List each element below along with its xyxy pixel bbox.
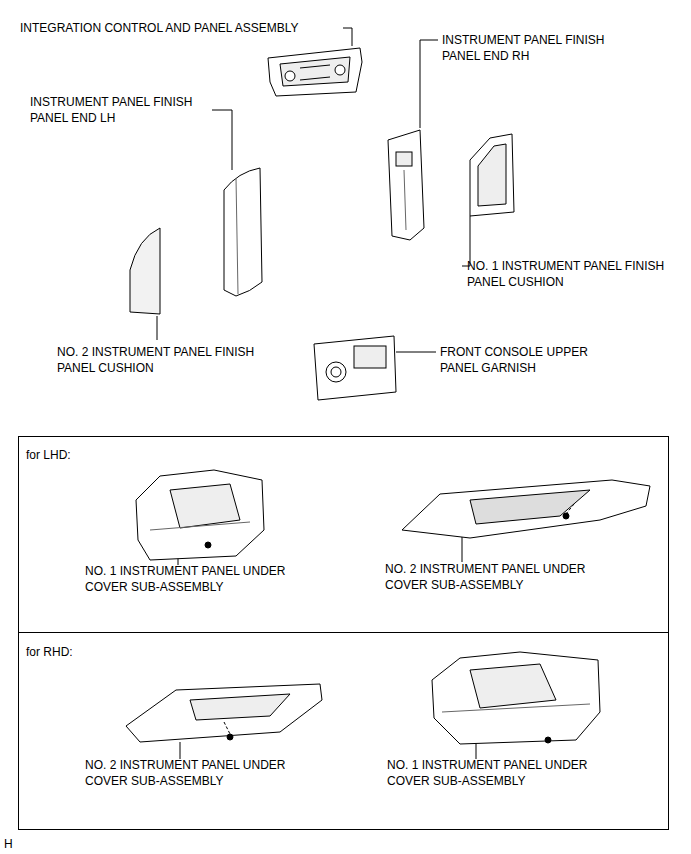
- part-name: INTEGRATION CONTROL AND PANEL ASSEMBLY: [20, 20, 350, 36]
- part-outlines: [126, 48, 650, 744]
- part-name: INSTRUMENT PANEL FINISH PANEL END LH: [30, 94, 220, 126]
- part-name: INSTRUMENT PANEL FINISH PANEL END RH: [442, 32, 632, 64]
- variant-heading: for RHD:: [26, 644, 146, 660]
- part-name: NO. 1 INSTRUMENT PANEL UNDER COVER SUB-A…: [387, 757, 617, 789]
- part-name: NO. 2 INSTRUMENT PANEL UNDER COVER SUB-A…: [385, 561, 615, 593]
- variant-frame: for RHD: NO. 2 INSTRUMENT PANEL UNDER COV…: [18, 632, 669, 830]
- part-name: NO. 1 INSTRUMENT PANEL UNDER COVER SUB-A…: [85, 563, 315, 595]
- part-name: NO. 2 INSTRUMENT PANEL UNDER COVER SUB-A…: [85, 757, 315, 789]
- variant-heading: for LHD:: [26, 447, 146, 463]
- variant-frame: for LHD: NO. 1 INSTRUMENT PANEL UNDER COV…: [18, 436, 669, 633]
- leader-lines: [157, 28, 476, 759]
- figure-code: H: [4, 836, 24, 852]
- part-name: NO. 1 INSTRUMENT PANEL FINISH PANEL CUSH…: [467, 258, 667, 290]
- part-name: NO. 2 INSTRUMENT PANEL FINISH PANEL CUSH…: [57, 344, 257, 376]
- part-name: FRONT CONSOLE UPPER PANEL GARNISH: [440, 344, 610, 376]
